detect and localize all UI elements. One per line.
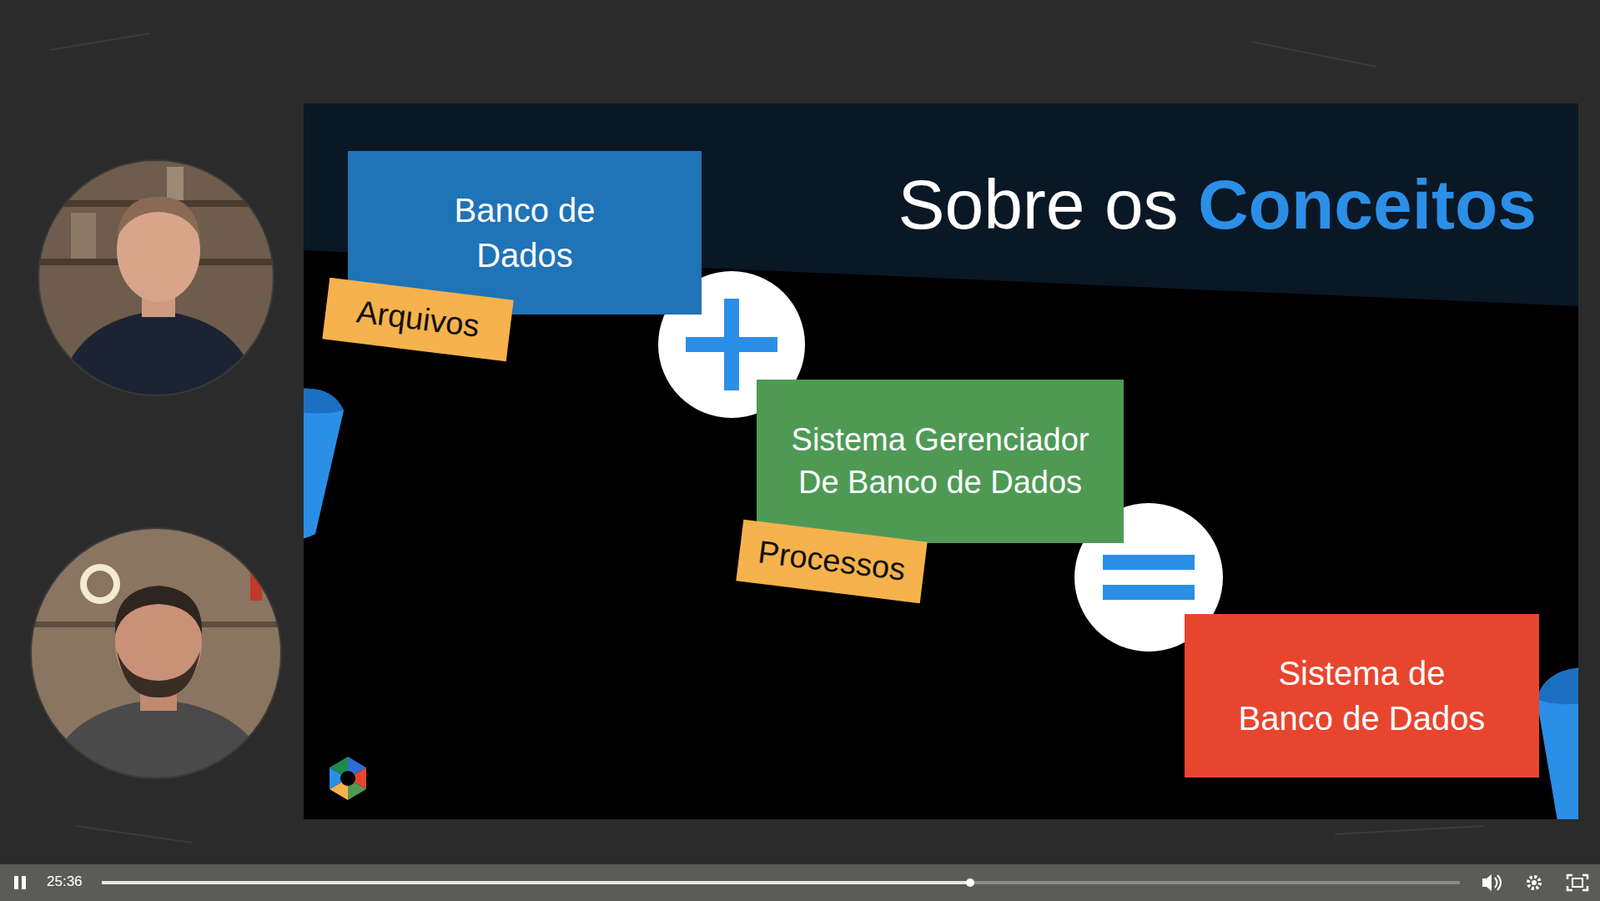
logo bbox=[329, 756, 367, 800]
box-text: Processos bbox=[755, 531, 908, 593]
box-text: Sistema Gerenciador De Banco de Dados bbox=[773, 418, 1107, 505]
title-accent: Conceitos bbox=[1197, 165, 1537, 244]
database-cylinders bbox=[303, 388, 1579, 820]
video-controls bbox=[0, 864, 1600, 901]
system-box: Sistema de Banco de Dados bbox=[1184, 613, 1540, 778]
dbms-box: Sistema Gerenciador De Banco de Dados bbox=[756, 379, 1124, 544]
box-text: Sistema de Banco de Dados bbox=[1228, 650, 1496, 741]
webcam-frame bbox=[30, 528, 282, 779]
slide-title: Sobre os Conceitos bbox=[897, 166, 1537, 243]
video-timestamp: 25:36 bbox=[46, 873, 83, 891]
box-text: Arquivos bbox=[354, 291, 483, 349]
title-part: Sobre os bbox=[897, 165, 1198, 244]
webcam-frame bbox=[38, 160, 274, 396]
webcam-presenter bbox=[25, 525, 292, 785]
slide-ground bbox=[303, 103, 1579, 820]
webcam-presenter bbox=[33, 158, 284, 401]
box-text: Banco de Dados bbox=[403, 187, 646, 278]
